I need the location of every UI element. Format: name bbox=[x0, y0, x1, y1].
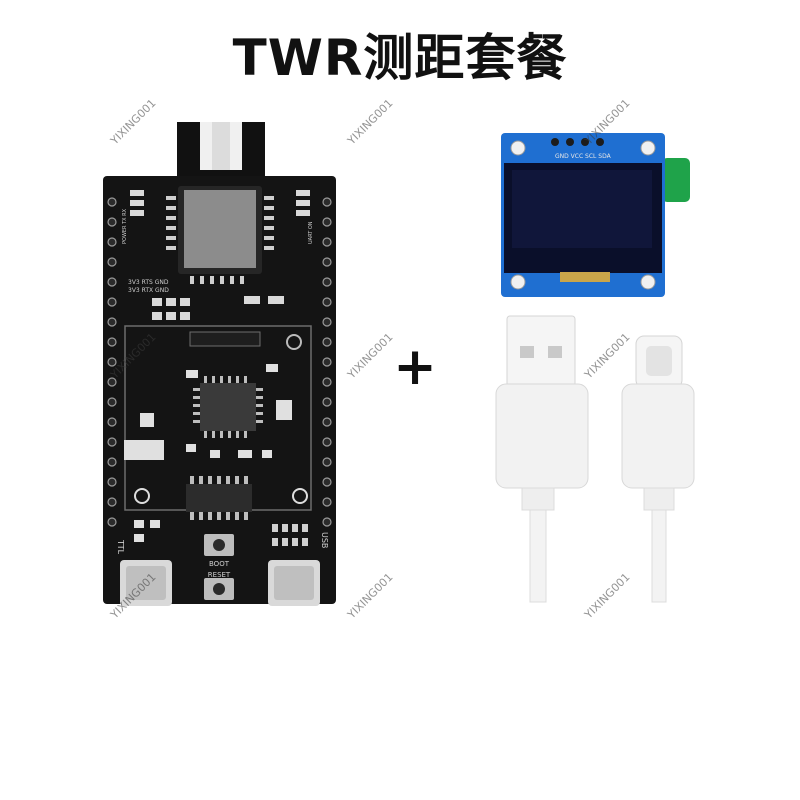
oled-pin-labels: GND VCC SCL SDA bbox=[555, 153, 612, 160]
dev-board: POWER TX RX UART ON 3V3 RTS GND 3V3 RTX … bbox=[103, 122, 336, 606]
usb-a-cable bbox=[495, 315, 589, 603]
usb-label: USB bbox=[320, 532, 329, 548]
reset-label: RESET bbox=[208, 571, 231, 579]
boot-label: BOOT bbox=[209, 560, 230, 568]
usb-c-cable bbox=[621, 335, 695, 603]
left-led-label: POWER TX RX bbox=[122, 208, 128, 244]
header-label-row-1: 3V3 RTS GND bbox=[128, 279, 169, 286]
plus-sign: + bbox=[393, 337, 437, 397]
right-led-label: UART ON bbox=[308, 221, 314, 244]
header-label-row-2: 3V3 RTX GND bbox=[128, 287, 169, 294]
page-title: TWR测距套餐 bbox=[232, 29, 568, 87]
ttl-label: TTL bbox=[116, 539, 125, 555]
oled-module: GND VCC SCL SDA bbox=[501, 133, 690, 297]
